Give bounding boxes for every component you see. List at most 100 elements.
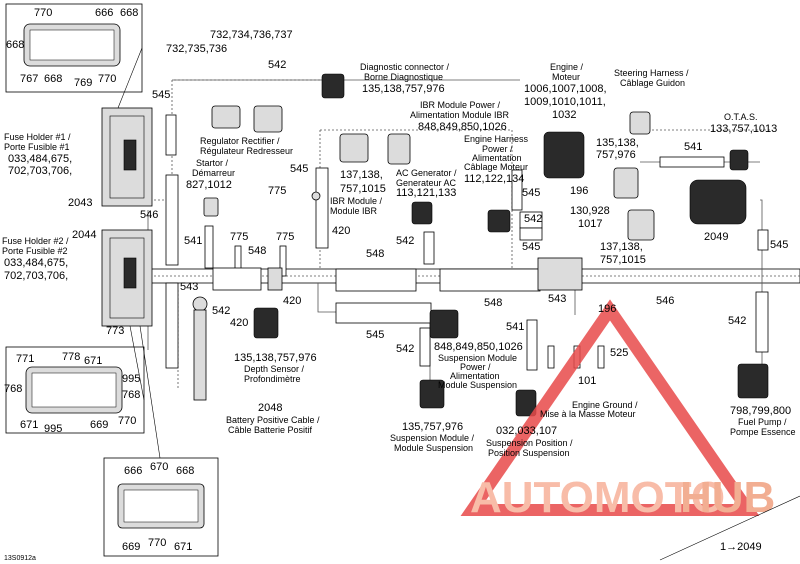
susp-sub: Module Suspension [394,443,473,453]
label-c767: 767 [20,73,38,85]
fh1-num2: 702,703,706, [8,165,72,177]
bat-sub: Câble Batterie Positif [228,425,313,435]
label-w543-a: 543 [180,281,198,293]
label-p1017: 1017 [578,218,602,230]
depth-sub: Profondimètre [244,374,301,384]
steer-title: Steering Harness / [614,68,689,78]
label-w545-r: 545 [770,239,788,251]
ibr-module-connector[interactable] [311,191,321,201]
label-w545-b: 545 [290,163,308,175]
fuse-holder-2-plug [123,257,137,289]
steering-connector-body[interactable] [629,111,651,135]
label-w546-b: 546 [656,295,674,307]
label-c771: 771 [16,353,34,365]
ibr-connector-2[interactable] [387,133,411,165]
segment-548-a [212,267,262,291]
susp-pwr-sub3: Module Suspension [438,380,517,390]
susp-position-body[interactable] [515,389,537,417]
diagnostic-connector[interactable] [321,73,345,99]
suspension-power-connector[interactable] [429,309,459,339]
leader-inset-mid [129,325,145,401]
fuse-holder-1[interactable] [101,107,153,207]
ac-generator-body[interactable] [411,201,433,225]
battery-cable-body[interactable] [193,309,207,401]
label-w542-b: 542 [212,305,230,317]
engine-connector-body[interactable] [543,131,585,179]
label-p732b: 732,735,736 [166,43,227,55]
label-p732a: 732,734,736,737 [210,29,293,41]
engine-connector[interactable] [543,131,585,179]
starter-terminal[interactable] [203,197,219,217]
ac-generator-connector[interactable] [411,201,433,225]
label-w773: 773 [106,325,124,337]
fh2-num2: 702,703,706, [4,270,68,282]
label-w196-b: 196 [598,303,616,315]
watermark-text-1: AUTOMOTO [470,473,725,522]
sp-title: Suspension Position / [486,438,573,448]
labels: 770 666 668 668 767 668 769 770 732,734,… [2,7,800,562]
regulator-connector-1[interactable] [211,105,241,129]
depth-sensor-body[interactable] [253,307,279,339]
otas-body[interactable] [729,149,749,171]
suspension-module-connector[interactable] [419,379,445,409]
label-w420-a: 420 [332,225,350,237]
eh-sub3: Câblage Moteur [464,162,528,172]
ibr-power-connector[interactable] [339,133,411,165]
steering-connectors-group[interactable] [613,167,655,241]
label-c770-d: 770 [148,537,166,549]
eng-num3: 1032 [552,109,576,121]
depth-sensor[interactable] [253,307,279,339]
label-c668-top-r: 668 [120,7,138,19]
ibr-num2: 757,1015 [340,183,386,195]
label-w545-c: 545 [522,187,540,199]
bat-title: Battery Positive Cable / [226,415,320,425]
label-c666-c: 666 [124,465,142,477]
battery-positive-cable[interactable] [192,296,208,401]
wire-right-drop [760,199,763,283]
boot-2049[interactable] [689,179,747,225]
segment-548-b [335,268,417,292]
fuel-pump-connector[interactable] [737,363,769,399]
regulator-rectifier[interactable] [211,105,283,133]
watermark-text-2: HUB [680,473,775,522]
otas-title: O.T.A.S. [724,112,758,122]
label-c769: 769 [74,77,92,89]
steer-num2: 757,976 [596,149,636,161]
segment-542-r [755,291,769,353]
starter[interactable] [203,197,219,217]
label-w541-l: 541 [184,235,202,247]
fuel-pump-body[interactable] [737,363,769,399]
regulator-connector-2[interactable] [253,105,283,133]
label-c671-c: 671 [174,541,192,553]
steering-conn-130[interactable] [613,167,639,199]
fh2-title: Fuse Holder #2 / [2,236,69,246]
footer-ref: 1→2049 [720,541,762,553]
segment-543-a [165,282,179,369]
steering-harness-connector[interactable] [629,111,651,135]
diag-sub: Borne Diagnostique [364,72,443,82]
steering-conn-137[interactable] [627,209,655,241]
otas-connector[interactable] [729,149,749,171]
susp-power-body[interactable] [429,309,459,339]
fuse-holder-2[interactable] [101,229,153,327]
label-w548-a: 548 [248,245,266,257]
eh-sub2: Alimentation [472,153,522,163]
reg-sub: Régulateur Redresseur [200,146,293,156]
battery-lug[interactable] [192,296,208,312]
suspension-position-connector[interactable] [515,389,537,417]
engine-harness-connector[interactable] [487,209,511,233]
engine-harness-body[interactable] [487,209,511,233]
diag-num: 135,138,757,976 [362,83,445,95]
diagnostic-connector-body[interactable] [321,73,345,99]
susp-pwr-num: 848,849,850,1026 [434,341,523,353]
label-w545-a: 545 [152,89,170,101]
label-c770-bot: 770 [98,73,116,85]
leader-inset-top [117,47,143,109]
label-w525: 525 [610,347,628,359]
susp-module-body[interactable] [419,379,445,409]
boot-2049-body[interactable] [689,179,747,225]
ibr-stud[interactable] [311,191,321,201]
label-w546-a: 546 [140,209,158,221]
fh1-title: Fuse Holder #1 / [4,132,71,142]
ibr-power-body[interactable] [339,133,369,163]
